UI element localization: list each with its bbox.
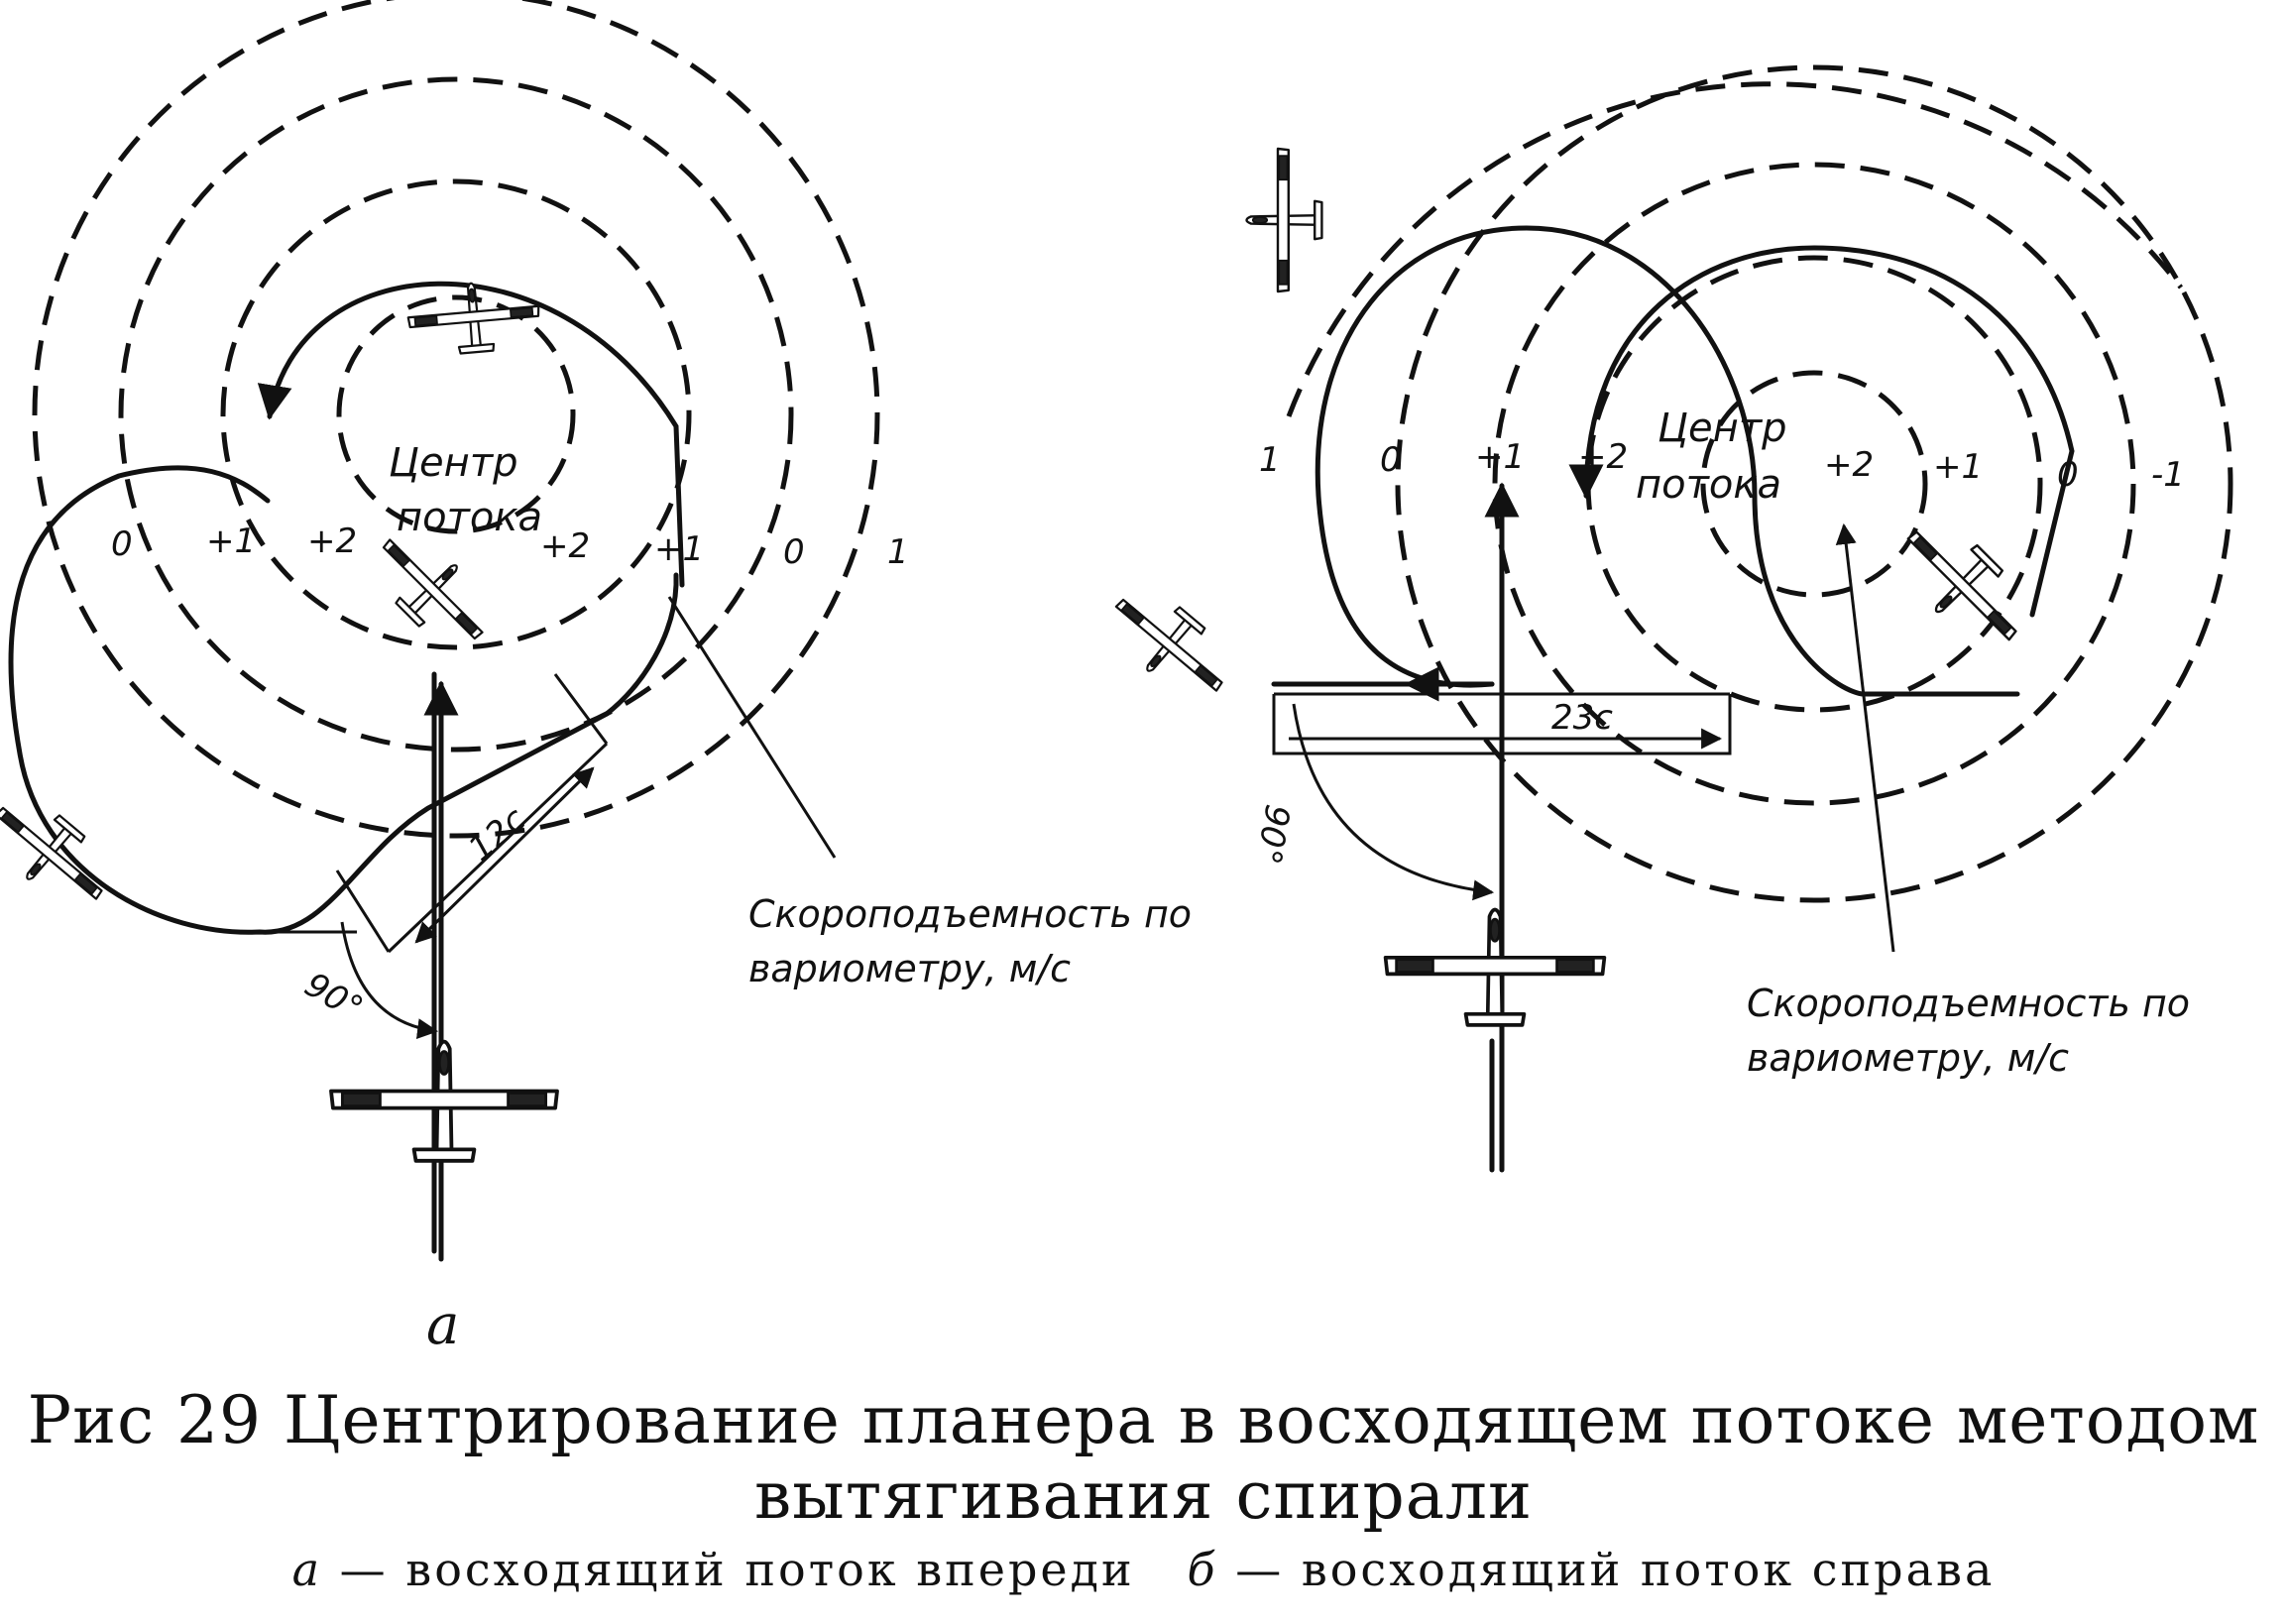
figure-caption: Рис 29 Центрирование планера в восходяще… (0, 1383, 2287, 1599)
glider-left-b (1096, 574, 1244, 714)
ring-label-b-p2-right: +2 (1824, 445, 1874, 485)
note-a-line1: Скороподъемность по (748, 892, 1192, 936)
ring-label-a-0-left: 0 (111, 524, 133, 564)
caption-subtitle: а — восходящий поток впереди б — восходя… (0, 1540, 2287, 1599)
flight-path (8, 465, 679, 1254)
center-label-b-line1: Центр (1658, 406, 1787, 451)
ring-label-b-p2-left: +2 (1578, 437, 1628, 477)
ring-label-b-p1-right: +1 (1933, 447, 1983, 487)
time-label-b: 23с (1551, 698, 1613, 738)
ring-outer (32, 0, 880, 839)
ring-label-a-p2-right: +2 (540, 526, 590, 566)
subtitle-a-key: а (291, 1543, 323, 1596)
flight-path-b (1315, 225, 2020, 697)
ring-b-center (1700, 370, 1928, 598)
center-label-a-line1: Центр (389, 440, 518, 486)
ring-mid (118, 76, 794, 753)
subtitle-b-text: — восходящий поток справа (1235, 1543, 1996, 1596)
glider-left-a (0, 782, 124, 922)
note-b-line1: Скороподъемность по (1747, 982, 2190, 1025)
glider-top-a (404, 276, 543, 359)
leader-line-a (667, 596, 837, 859)
angle-arc-a (340, 921, 439, 1040)
time-marker-b (1272, 692, 1732, 755)
ring-b-mid (1492, 162, 2136, 806)
ring-label-a-1-right: 1 (887, 532, 909, 572)
time-label-a: 12с (461, 799, 533, 870)
panel-a-rings (32, 0, 880, 839)
ring-label-b-m1: -1 (2151, 455, 2185, 495)
glider-entry-a (329, 1039, 559, 1163)
ring-label-b-0: 0 (1380, 440, 1402, 480)
glider-entry-b (1383, 907, 1607, 1027)
caption-title-line2: вытягивания спирали (754, 1457, 1533, 1534)
center-label-a-line2: потока (397, 495, 542, 540)
panel-b-rings (1286, 64, 2233, 903)
ring-label-b-p1: +1 (1475, 437, 1525, 477)
ring-b-outer (1395, 64, 2233, 903)
note-a-line2: вариометру, м/с (748, 947, 1071, 990)
leader-line-b (1835, 522, 1895, 953)
top-arc-b (1568, 245, 2075, 618)
subtitle-a-text: — восходящий поток впереди (339, 1543, 1135, 1596)
ring-b-outermost-arc (1286, 81, 2183, 417)
ring-center (336, 294, 576, 534)
caption-title-line1: Рис 29 Центрирование планера в восходяще… (27, 1382, 2260, 1458)
ring-inner (220, 178, 692, 650)
ring-label-b-0-right: 0 (2057, 455, 2079, 495)
ring-label-a-p1-right: +1 (654, 529, 704, 569)
time-marker-a (335, 673, 609, 954)
subtitle-b-key: б (1187, 1543, 1218, 1596)
panel-a: 0 +1 +2 +2 +1 0 1 Центр потока 12с 90° С… (0, 0, 1192, 1357)
glider-center-a (360, 518, 505, 662)
note-b-line2: вариометру, м/с (1747, 1036, 2069, 1080)
ring-label-a-p2-left: +2 (307, 522, 357, 561)
ring-label-a-p1-left: +1 (206, 522, 256, 561)
ring-label-b-1: 1 (1259, 440, 1281, 480)
panel-b: 1 0 +1 +2 +2 +1 0 -1 Центр потока 23с 90… (1096, 64, 2233, 1173)
time-arrow-a (414, 766, 595, 944)
angle-arc-b (1292, 703, 1495, 901)
top-arc (257, 281, 685, 588)
center-label-b-line2: потока (1636, 462, 1781, 508)
angle-label-b: 90° (1248, 801, 1298, 867)
panel-label-a: a (426, 1293, 459, 1357)
ring-label-a-0-right: 0 (783, 532, 805, 572)
glider-top-b (1245, 147, 1323, 293)
